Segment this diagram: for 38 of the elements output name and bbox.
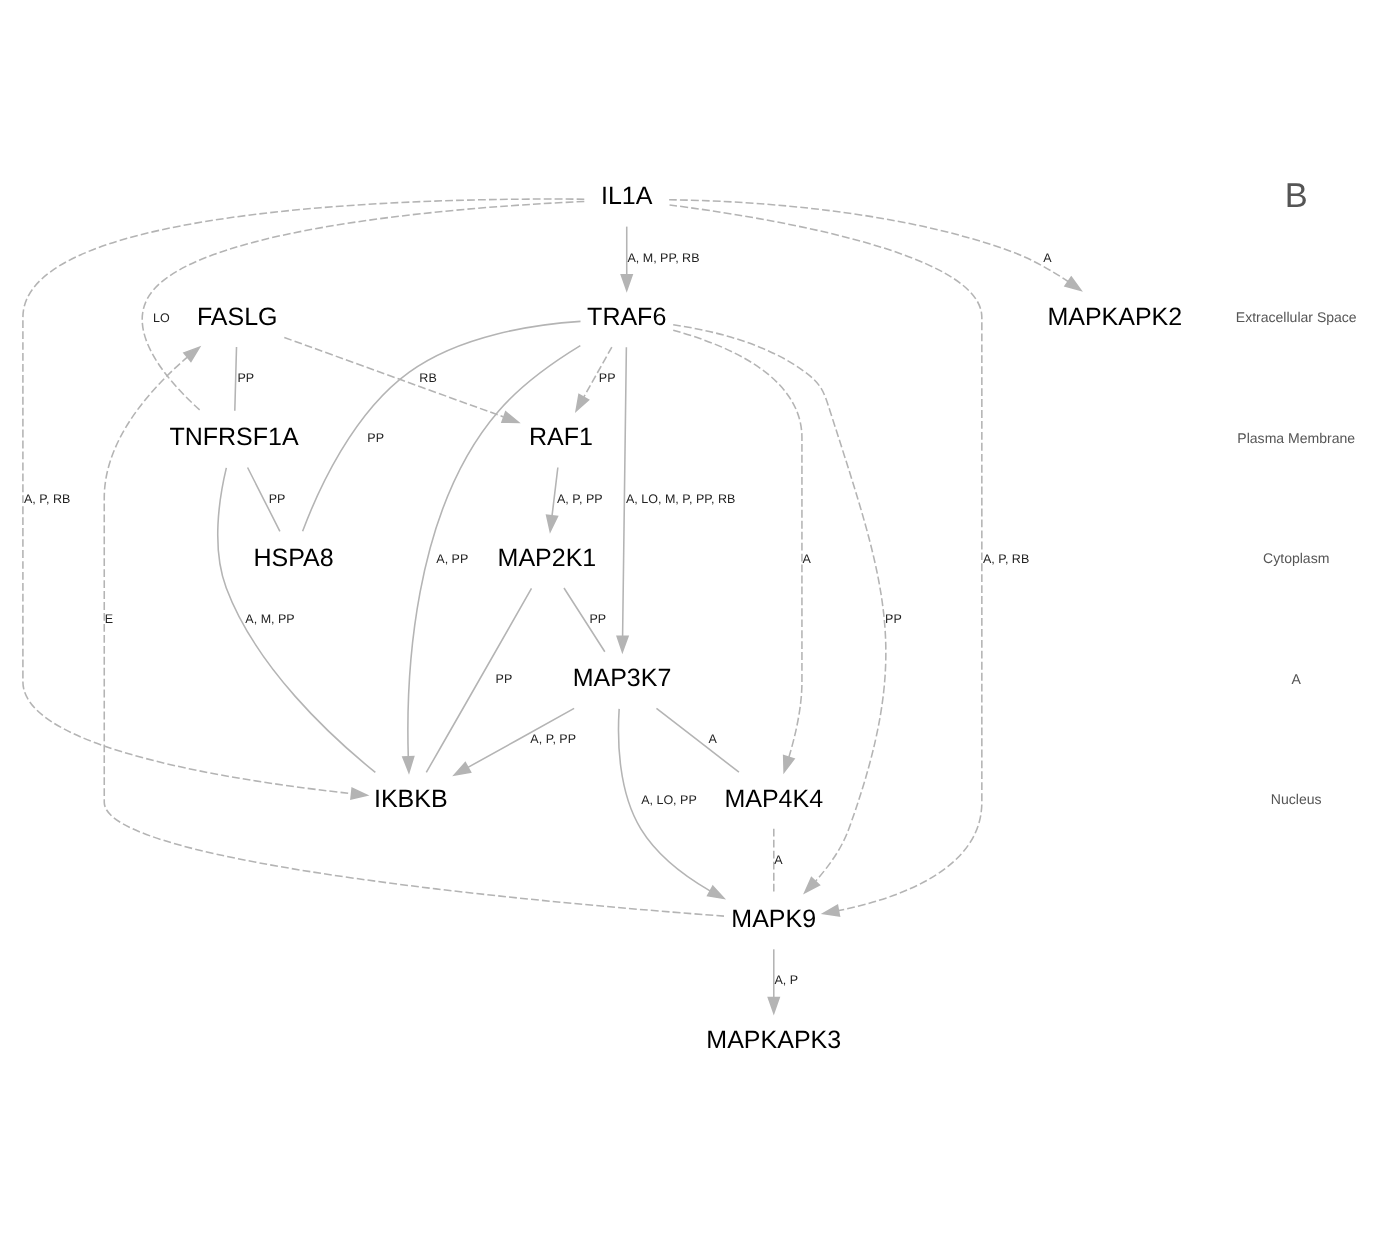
arrow <box>574 346 613 413</box>
connector <box>301 320 582 533</box>
node-text: IKBKB <box>374 784 448 813</box>
node-text: MAP4K4 <box>724 784 824 813</box>
node-text: MAPKAPK3 <box>706 1025 842 1054</box>
arrow <box>616 346 630 655</box>
arrow <box>22 198 586 801</box>
arrow <box>767 948 781 1016</box>
node-text: TRAF6 <box>587 302 667 331</box>
node-text: IL1A <box>601 182 653 211</box>
connector <box>246 466 281 533</box>
node-text: RAF1 <box>529 423 593 452</box>
connector <box>563 587 606 653</box>
arrow <box>452 707 575 777</box>
arrow <box>545 466 559 534</box>
arrow <box>672 324 887 895</box>
arrow <box>103 345 725 917</box>
node-text: MAPK9 <box>731 905 817 934</box>
node-text: FASLG <box>196 302 278 331</box>
connector <box>773 828 775 894</box>
arrow <box>283 336 521 424</box>
arrow <box>401 344 582 775</box>
node-text: MAPKAPK2 <box>1047 302 1183 331</box>
connector <box>141 200 586 412</box>
connector <box>216 467 377 774</box>
node-text: HSPA8 <box>253 543 334 572</box>
arrow <box>672 329 803 775</box>
arrow <box>617 708 727 900</box>
arrow <box>620 225 634 293</box>
connector <box>655 707 740 773</box>
arrow <box>668 204 983 917</box>
node-text: MAP2K1 <box>497 543 597 572</box>
arrow <box>668 199 1083 292</box>
connector <box>425 587 533 774</box>
node-text: MAP3K7 <box>572 664 672 693</box>
connector <box>234 346 238 412</box>
label: B <box>1284 175 1308 216</box>
node-text: TNFRSF1A <box>169 423 299 452</box>
